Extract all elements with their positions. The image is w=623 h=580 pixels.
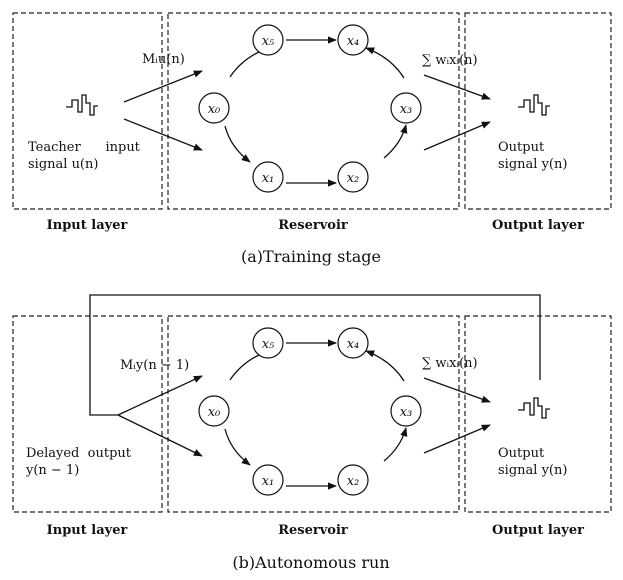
output-label-line2: signal y(n) [498, 463, 567, 478]
node-x4 [337, 24, 369, 56]
node-x3 [390, 395, 422, 427]
input-label-line2: y(n − 1) [25, 463, 79, 478]
layer-label-input: Input layer [47, 523, 128, 538]
output-label-line1: Output [498, 140, 545, 155]
node-label-x1: x₁ [262, 171, 275, 186]
node-x0 [198, 92, 230, 124]
caption-autonomous: (b)Autonomous run [232, 553, 389, 572]
input-label-line1: Delayed output [26, 446, 132, 461]
panel-autonomous: Delayed output y(n − 1) Mᵢy(n − 1) x₅ x₄… [12, 294, 612, 572]
node-x5 [252, 327, 284, 359]
node-x2 [337, 464, 369, 496]
layer-label-input: Input layer [47, 218, 128, 233]
ring-arrow [383, 124, 408, 159]
input-arrow-lower [123, 118, 203, 151]
layer-label-output: Output layer [492, 218, 584, 233]
node-x1 [252, 161, 284, 193]
input-layer-box [12, 12, 163, 210]
node-label-x0: x₀ [208, 102, 221, 117]
feedback-loop-line [89, 294, 541, 416]
node-x4 [337, 327, 369, 359]
ring-arrow [365, 47, 405, 79]
input-label-line1: Teacher input [28, 140, 141, 155]
input-layer-box [12, 315, 163, 513]
output-arrow-upper [423, 377, 491, 403]
input-weight-label: Mᵢu(n) [142, 52, 185, 67]
output-signal-icon [518, 397, 550, 419]
node-label-x4: x₄ [347, 337, 360, 352]
caption-training: (a)Training stage [241, 247, 381, 266]
node-label-x5: x₅ [262, 337, 275, 352]
node-label-x2: x₂ [347, 171, 360, 186]
node-label-x5: x₅ [262, 34, 275, 49]
reservoir-box [167, 315, 460, 513]
node-x2 [337, 161, 369, 193]
output-arrow-upper [423, 74, 491, 100]
ring-arrow [224, 428, 251, 466]
input-arrow-lower [117, 414, 203, 457]
ring-arrow [383, 427, 408, 462]
input-weight-label: Mᵢy(n − 1) [120, 358, 189, 373]
input-arrow-upper [123, 70, 203, 103]
node-label-x2: x₂ [347, 474, 360, 489]
output-weight-label: ∑ wᵢxᵢ(n) [422, 53, 478, 68]
output-label-line1: Output [498, 446, 545, 461]
node-label-x4: x₄ [347, 34, 360, 49]
input-label-line2: signal u(n) [28, 157, 98, 172]
layer-label-output: Output layer [492, 523, 584, 538]
output-signal-icon [518, 94, 550, 116]
ring-arrow [365, 350, 405, 382]
input-arrow-upper [117, 375, 203, 416]
node-x3 [390, 92, 422, 124]
output-arrow-lower [423, 121, 491, 151]
output-layer-box [464, 315, 612, 513]
output-layer-box [464, 12, 612, 210]
layer-label-reservoir: Reservoir [278, 523, 348, 538]
output-arrow-lower [423, 424, 491, 454]
node-label-x1: x₁ [262, 474, 275, 489]
node-x1 [252, 464, 284, 496]
node-label-x0: x₀ [208, 405, 221, 420]
panel-training: Teacher input signal u(n) Mᵢu(n) x₅ x₄ x… [12, 12, 612, 266]
reservoir-box [167, 12, 460, 210]
node-label-x3: x₃ [400, 102, 413, 117]
node-label-x3: x₃ [400, 405, 413, 420]
output-weight-label: ∑ wᵢxᵢ(n) [422, 356, 478, 371]
layer-label-reservoir: Reservoir [278, 218, 348, 233]
node-x5 [252, 24, 284, 56]
node-x0 [198, 395, 230, 427]
output-label-line2: signal y(n) [498, 157, 567, 172]
ring-arrow [224, 125, 251, 163]
input-signal-icon [66, 94, 98, 116]
